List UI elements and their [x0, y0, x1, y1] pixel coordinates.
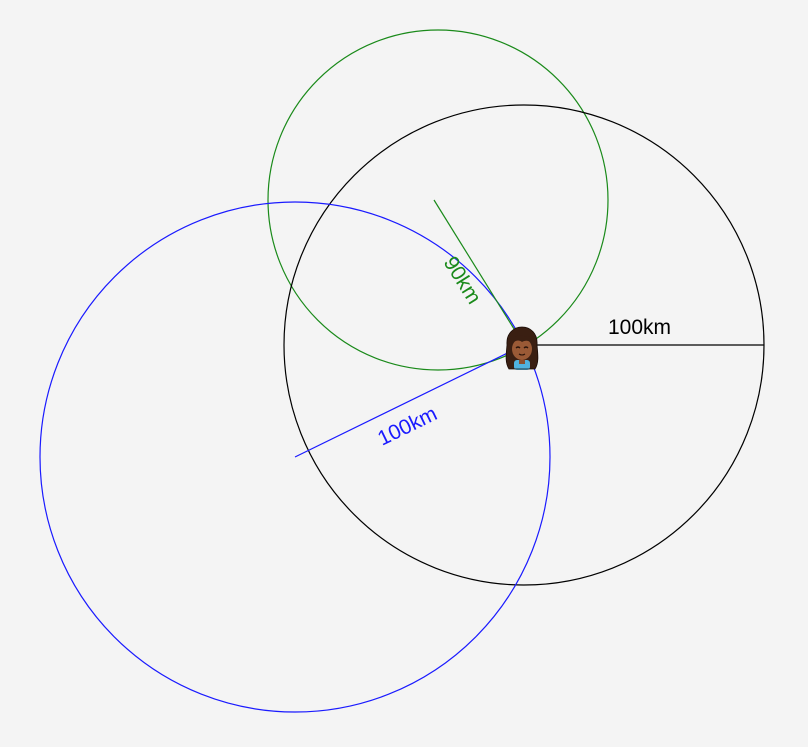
- green-range-circle: [267, 29, 609, 371]
- blue-range-circle: [39, 201, 551, 713]
- green-radius-line: [433, 199, 525, 346]
- person-icon: [505, 326, 539, 370]
- blue-radius-line: [294, 344, 525, 458]
- black-distance-label: 100km: [608, 316, 671, 339]
- blue-distance-label: 100km: [374, 402, 441, 450]
